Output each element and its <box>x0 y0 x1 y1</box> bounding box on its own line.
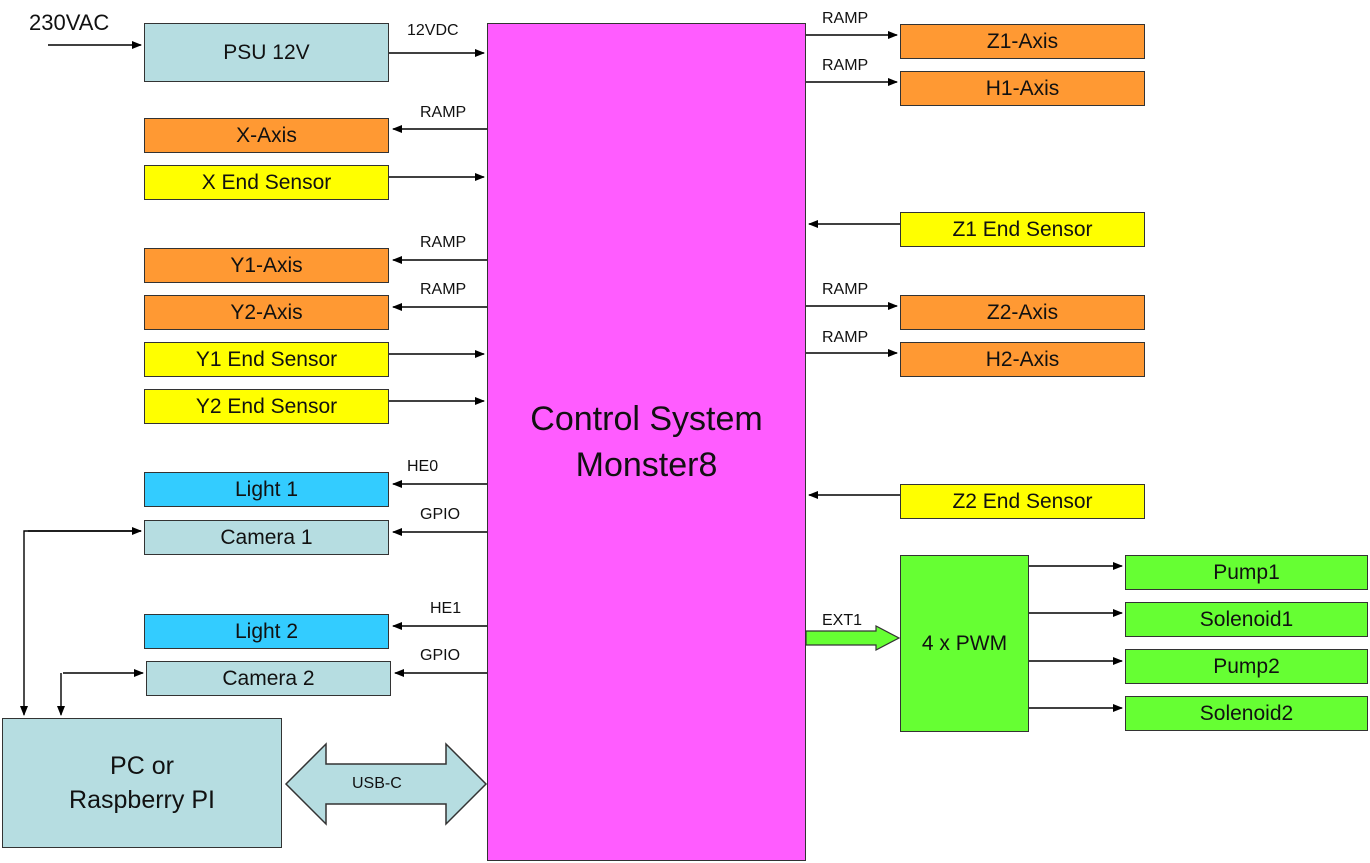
z2-axis-signal: RAMP <box>822 281 869 298</box>
controller-line1: Control System <box>530 400 763 438</box>
ac-input-label: 230VAC <box>29 10 110 35</box>
camera1-signal: GPIO <box>420 506 461 523</box>
usb-c-label: USB-C <box>352 775 402 792</box>
pump1-block: Pump1 <box>1125 555 1368 590</box>
controller-block: Control System Monster8 <box>487 23 806 861</box>
host-block: PC or Raspberry PI <box>2 718 282 848</box>
z1-axis-block: Z1-Axis <box>900 24 1145 59</box>
z1-end-sensor-block: Z1 End Sensor <box>900 212 1145 247</box>
light1-signal: HE0 <box>407 458 439 475</box>
y2-axis-signal: RAMP <box>420 281 467 298</box>
psu-block: PSU 12V <box>144 23 389 82</box>
h1-axis-signal: RAMP <box>822 57 869 74</box>
usb-c-arrow <box>284 742 488 826</box>
solenoid1-block: Solenoid1 <box>1125 602 1368 637</box>
h2-axis-signal: RAMP <box>822 329 869 346</box>
y2-end-sensor-block: Y2 End Sensor <box>144 389 389 424</box>
z2-axis-block: Z2-Axis <box>900 295 1145 330</box>
host-line2: Raspberry PI <box>69 786 215 814</box>
light2-block: Light 2 <box>144 614 389 649</box>
camera1-host-line <box>20 530 141 716</box>
h2-axis-block: H2-Axis <box>900 342 1145 377</box>
ext1-arrow <box>805 625 901 651</box>
h1-axis-block: H1-Axis <box>900 71 1145 106</box>
controller-line2: Monster8 <box>575 446 718 484</box>
light1-block: Light 1 <box>144 472 389 507</box>
camera2-signal: GPIO <box>420 647 461 664</box>
light2-signal: HE1 <box>430 600 462 617</box>
camera2-block: Camera 2 <box>146 661 391 696</box>
x-axis-signal: RAMP <box>420 104 467 121</box>
y1-axis-signal: RAMP <box>420 234 467 251</box>
x-axis-block: X-Axis <box>144 118 389 153</box>
pwm-block: 4 x PWM <box>900 555 1029 732</box>
camera1-block: Camera 1 <box>144 520 389 555</box>
ext1-label: EXT1 <box>822 612 863 629</box>
y2-axis-block: Y2-Axis <box>144 295 389 330</box>
x-end-sensor-block: X End Sensor <box>144 165 389 200</box>
y1-end-sensor-block: Y1 End Sensor <box>144 342 389 377</box>
solenoid2-block: Solenoid2 <box>1125 696 1368 731</box>
z2-end-sensor-block: Z2 End Sensor <box>900 484 1145 519</box>
host-line1: PC or <box>110 752 174 780</box>
z1-axis-signal: RAMP <box>822 10 869 27</box>
pump2-block: Pump2 <box>1125 649 1368 684</box>
y1-axis-block: Y1-Axis <box>144 248 389 283</box>
dc-output-label: 12VDC <box>407 22 459 39</box>
